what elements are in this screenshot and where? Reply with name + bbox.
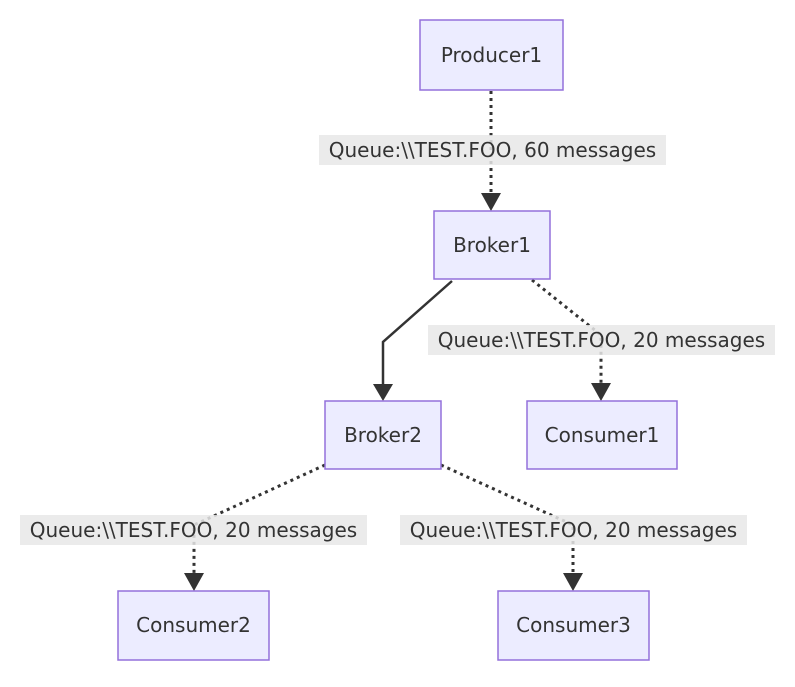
edge-label-text: Queue:\\TEST.FOO, 20 messages	[30, 518, 357, 542]
arrowhead-icon	[481, 193, 501, 211]
edge-label-text: Queue:\\TEST.FOO, 60 messages	[329, 138, 656, 162]
edge-producer1-broker1	[481, 91, 501, 211]
arrowhead-icon	[591, 383, 611, 401]
node-broker2[interactable]: Broker2	[324, 400, 442, 470]
edge-broker1-broker2	[373, 280, 453, 401]
edge-label-broker2-consumer2: Queue:\\TEST.FOO, 20 messages	[20, 515, 367, 545]
node-box	[419, 19, 564, 91]
node-producer1[interactable]: Producer1	[419, 19, 564, 91]
edge-broker2-consumer3	[440, 463, 583, 591]
edge-label-background	[428, 325, 775, 355]
edge-label-text: Queue:\\TEST.FOO, 20 messages	[410, 518, 737, 542]
edge-broker1-consumer1	[531, 278, 611, 401]
node-label: Broker2	[344, 423, 422, 447]
edge-label-broker2-consumer3: Queue:\\TEST.FOO, 20 messages	[400, 515, 747, 545]
arrowhead-icon	[184, 573, 204, 591]
edge-label-background	[400, 515, 747, 545]
node-box	[526, 400, 678, 470]
node-box	[117, 590, 270, 661]
edge-broker2-consumer2	[184, 463, 326, 591]
node-label: Broker1	[453, 233, 531, 257]
node-label: Consumer3	[516, 613, 631, 637]
node-consumer3[interactable]: Consumer3	[497, 590, 650, 661]
node-label: Producer1	[441, 43, 542, 67]
node-label: Consumer1	[545, 423, 660, 447]
node-broker1[interactable]: Broker1	[433, 210, 551, 280]
edge-label-broker1-consumer1: Queue:\\TEST.FOO, 20 messages	[428, 325, 775, 355]
edge-label-background	[20, 515, 367, 545]
node-box	[324, 400, 442, 470]
edge-label-background	[319, 135, 666, 165]
arrowhead-icon	[563, 573, 583, 591]
node-consumer2[interactable]: Consumer2	[117, 590, 270, 661]
node-box	[497, 590, 650, 661]
node-consumer1[interactable]: Consumer1	[526, 400, 678, 470]
node-box	[433, 210, 551, 280]
arrowhead-icon	[373, 384, 393, 401]
edge-line	[531, 278, 603, 386]
edge-line	[381, 280, 453, 388]
edge-label-text: Queue:\\TEST.FOO, 20 messages	[438, 328, 765, 352]
edge-label-producer1-broker1: Queue:\\TEST.FOO, 60 messages	[319, 135, 666, 165]
node-label: Consumer2	[136, 613, 251, 637]
